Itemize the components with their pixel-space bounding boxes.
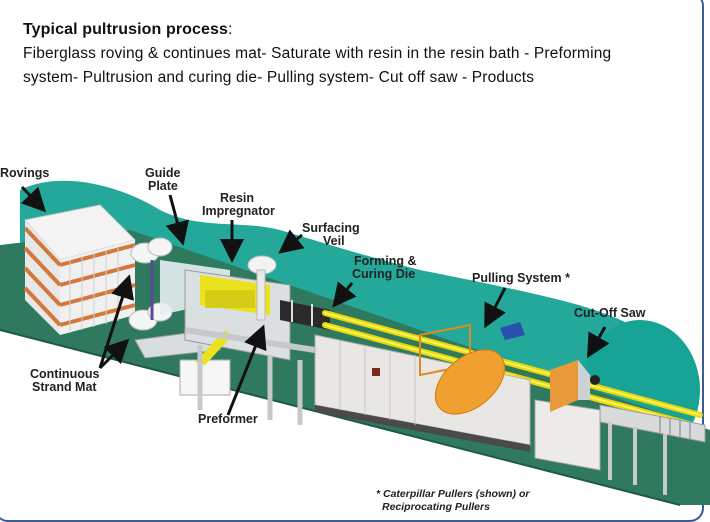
arrow-forming-die [332, 281, 357, 308]
label-preformer: Preformer [198, 412, 258, 426]
arrow-guide-plate [165, 194, 189, 246]
label-surfacing-veil-line2: Veil [323, 234, 345, 248]
label-cut-off-saw: Cut-Off Saw [574, 306, 646, 320]
label-forming-die-line2: Curing Die [352, 267, 415, 281]
text-block: Typical pultrusion process: Fiberglass r… [23, 18, 703, 90]
arrow-pulling-system [484, 287, 507, 329]
callout-arrows [20, 185, 610, 416]
roller-table [599, 404, 706, 495]
arrow-cut-off-saw [587, 326, 610, 359]
pultrusion-diagram: Rovings Guide Plate Resin Impregnator Su… [0, 166, 710, 513]
description-line-1: Fiberglass roving & continues mat- Satur… [23, 45, 612, 62]
label-continuous-mat-line1: Continuous [30, 367, 99, 381]
arrow-rovings [20, 185, 47, 213]
heading: Typical pultrusion process: [23, 18, 703, 42]
curing-die [280, 300, 330, 330]
label-resin-impregnator-line2: Impregnator [202, 204, 275, 218]
surfacing-veil-roll [247, 255, 277, 321]
heading-colon: : [228, 21, 233, 38]
footnote-line1: * Caterpillar Pullers (shown) or [376, 488, 530, 500]
arrow-surfacing-veil [278, 229, 305, 254]
label-surfacing-veil-line1: Surfacing [302, 221, 360, 235]
label-resin-impregnator-line1: Resin [220, 191, 254, 205]
heading-text: Typical pultrusion process [23, 21, 229, 38]
arrow-preformer [226, 324, 267, 416]
cut-off-saw [534, 360, 601, 471]
label-pulling-system: Pulling System * [472, 271, 570, 285]
footnote-line2: Reciprocating Pullers [382, 501, 490, 513]
label-guide-plate-line2: Plate [148, 179, 178, 193]
label-continuous-mat-line2: Strand Mat [32, 380, 97, 394]
label-forming-die-line1: Forming & [354, 254, 417, 268]
label-rovings: Rovings [0, 166, 49, 180]
caterpillar-puller [419, 322, 525, 415]
arrow-mat-lower [98, 338, 130, 370]
description-line-2: system- Pultrusion and curing die- Pulli… [23, 69, 535, 86]
rovings-creel [23, 204, 136, 335]
label-guide-plate-line1: Guide [145, 166, 180, 180]
